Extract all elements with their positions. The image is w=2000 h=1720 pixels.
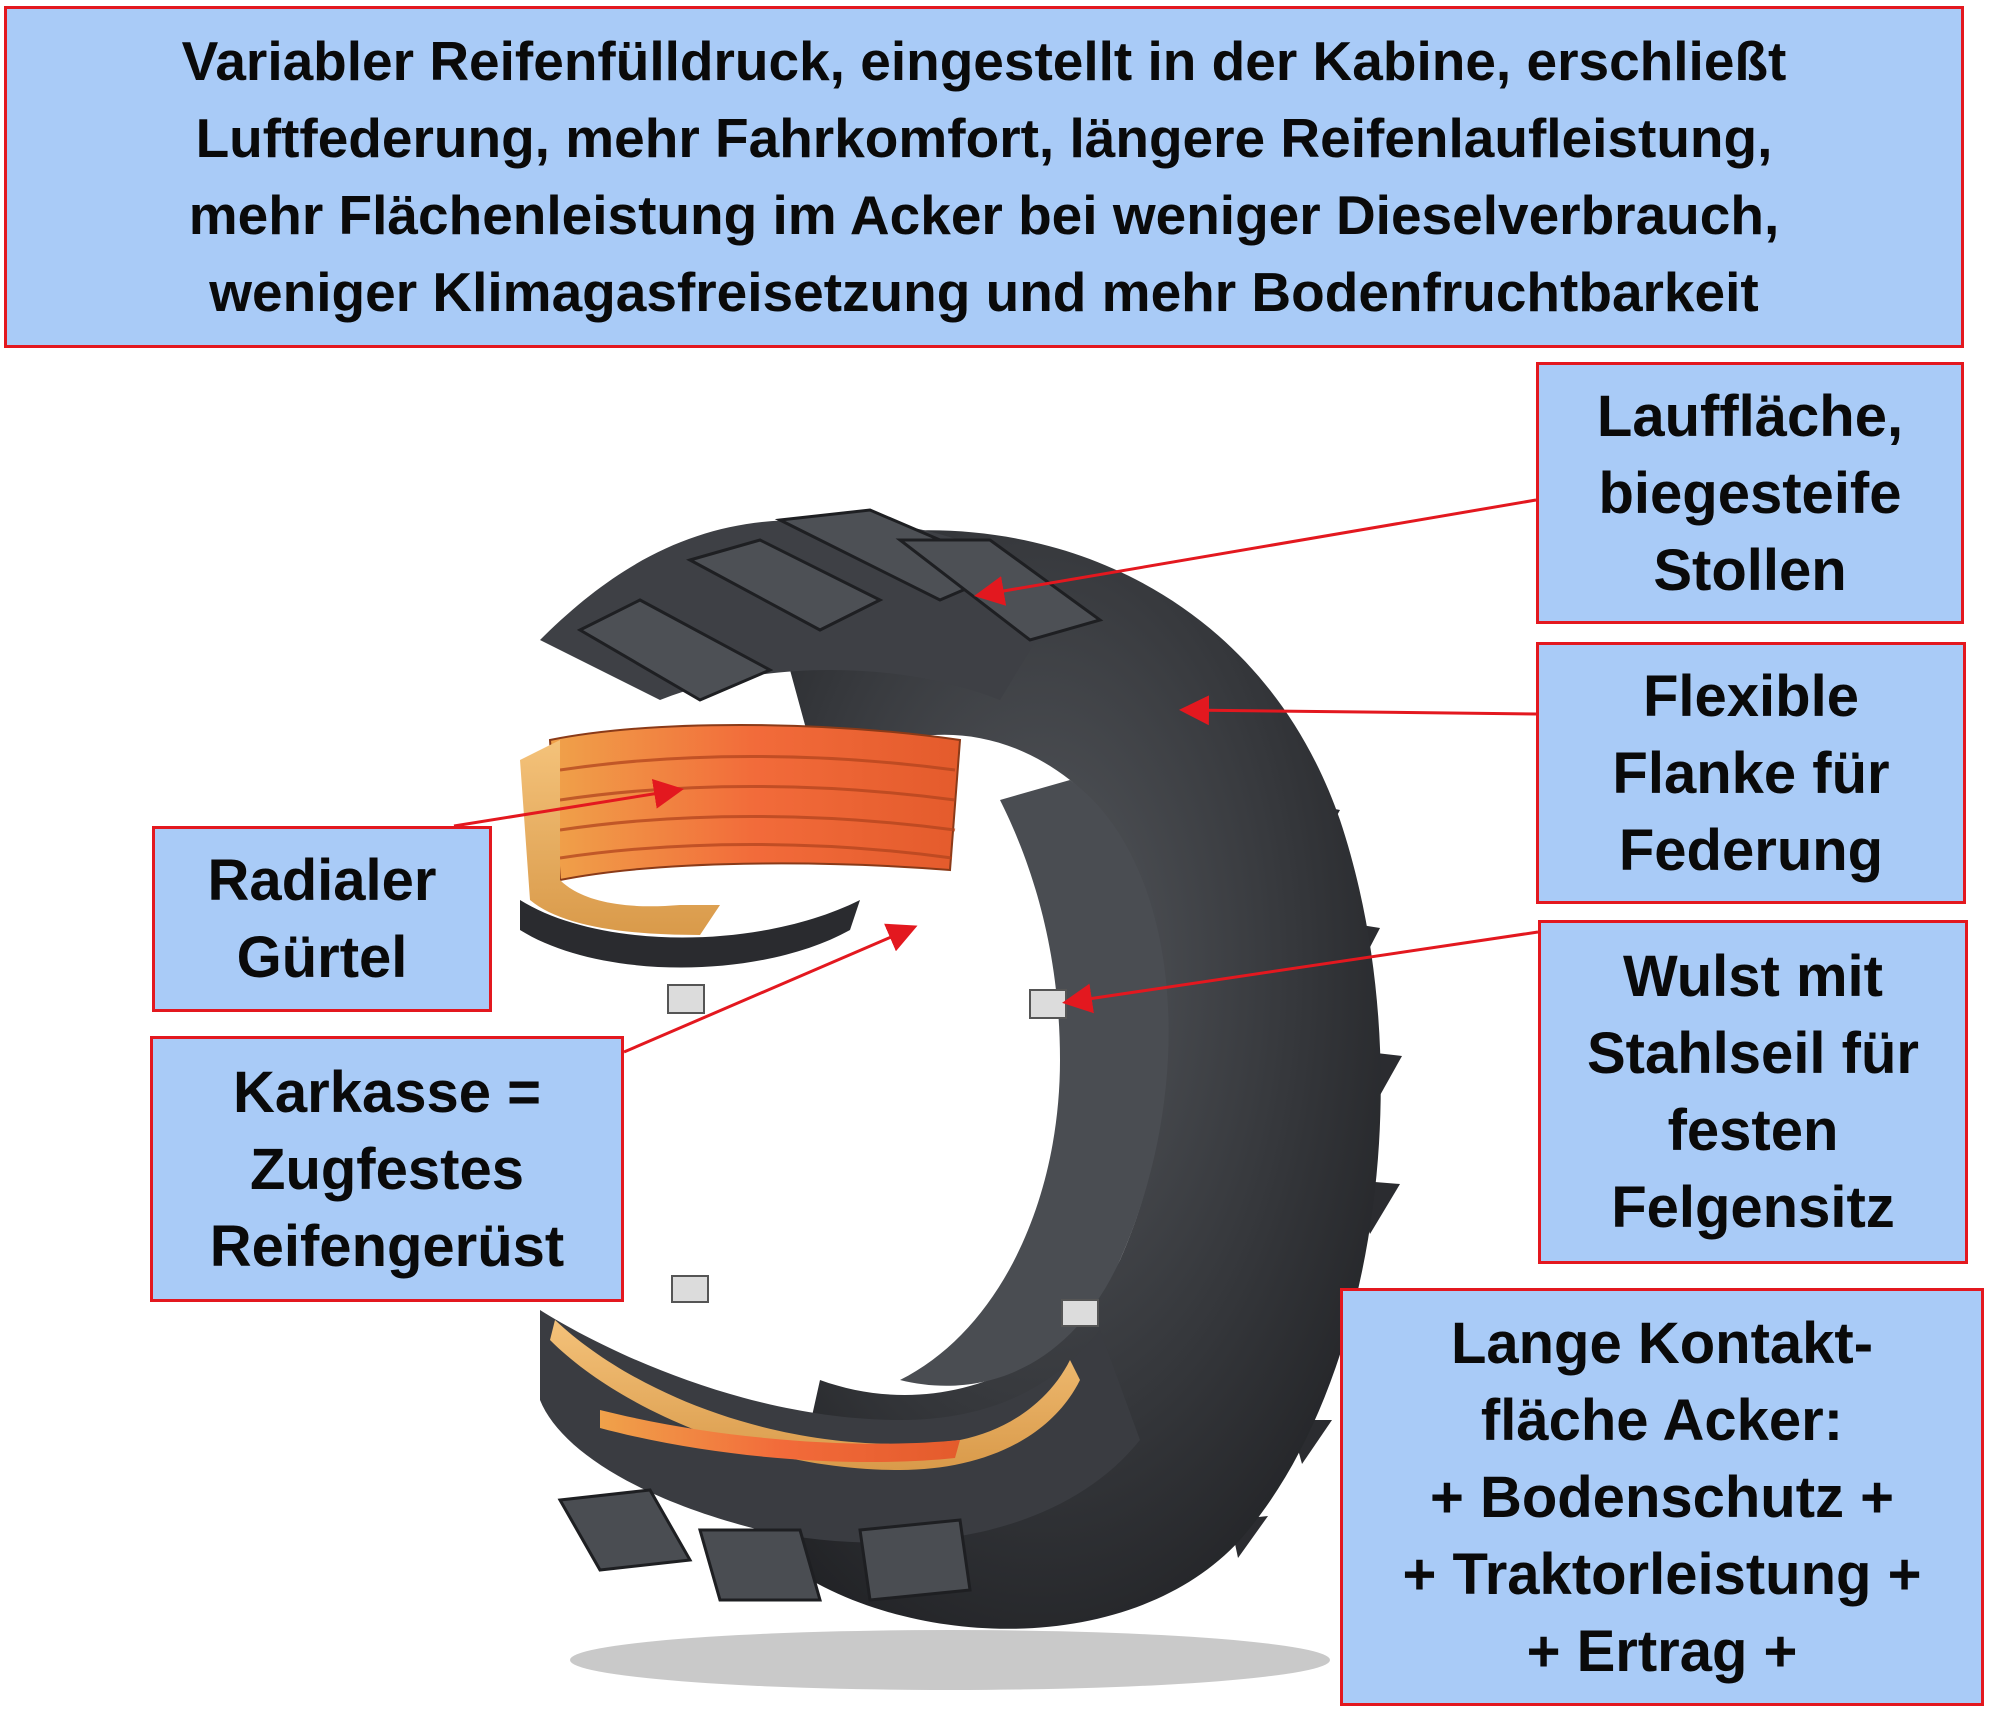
arrow-wulst bbox=[1062, 930, 1539, 1014]
arrow-guertel bbox=[453, 778, 684, 828]
label-line: biegesteife bbox=[1598, 460, 1902, 526]
label-line: Karkasse = bbox=[233, 1059, 541, 1125]
label-line: Flanke für bbox=[1612, 740, 1890, 806]
tire-body bbox=[520, 508, 1402, 1629]
arrow-flanke bbox=[1179, 695, 1537, 726]
arrow-lauf bbox=[974, 498, 1537, 606]
title-line: mehr Flächenleistung im Acker bei wenige… bbox=[188, 184, 1780, 246]
bead-lower-right bbox=[1061, 1299, 1099, 1327]
title-box: Variabler Reifenfülldruck, eingestellt i… bbox=[4, 6, 1964, 348]
label-box-tread: Lauffläche, biegesteife Stollen bbox=[1536, 362, 1964, 624]
bead-upper-left bbox=[667, 984, 705, 1014]
label-box-sidewall: Flexible Flanke für Federung bbox=[1536, 642, 1966, 904]
label-line: Lauffläche, bbox=[1596, 383, 1904, 449]
label-line: Reifengerüst bbox=[209, 1213, 565, 1279]
label-line: Wulst mit bbox=[1623, 944, 1883, 1009]
title-line: weniger Klimagasfreisetzung und mehr Bod… bbox=[209, 261, 1759, 323]
label-box-radial-belt: Radialer Gürtel bbox=[152, 826, 492, 1012]
label-box-bead: Wulst mit Stahlseil für festen Felgensit… bbox=[1538, 920, 1968, 1264]
title-line: Variabler Reifenfülldruck, eingestellt i… bbox=[181, 30, 1787, 92]
ground-shadow bbox=[570, 1630, 1330, 1690]
label-line: Lange Kontakt- bbox=[1450, 1310, 1874, 1376]
carcass-section-upper bbox=[520, 740, 720, 935]
label-line: Gürtel bbox=[236, 925, 408, 990]
label-line: + Ertrag + bbox=[1526, 1618, 1798, 1684]
radial-belt-lower bbox=[600, 1410, 960, 1463]
label-line: festen bbox=[1667, 1098, 1839, 1163]
label-box-contact-area: Lange Kontakt- fläche Acker: + Bodenschu… bbox=[1340, 1288, 1984, 1706]
label-line: Flexible bbox=[1643, 663, 1859, 729]
label-box-carcass: Karkasse = Zugfestes Reifengerüst bbox=[150, 1036, 624, 1302]
label-line: fläche Acker: bbox=[1480, 1387, 1844, 1453]
label-line: + Traktorleistung + bbox=[1402, 1541, 1922, 1607]
carcass-section-lower bbox=[550, 1320, 1080, 1470]
bead-lower-left bbox=[671, 1275, 709, 1303]
title-line: Luftfederung, mehr Fahrkomfort, längere … bbox=[195, 107, 1773, 169]
label-line: Zugfestes bbox=[250, 1136, 524, 1202]
label-line: Radialer bbox=[207, 848, 437, 913]
label-line: Federung bbox=[1618, 817, 1884, 883]
label-line: Stahlseil für bbox=[1587, 1021, 1919, 1086]
radial-belt-section bbox=[548, 724, 962, 882]
arrow-karkasse bbox=[623, 923, 918, 1054]
bead-upper-right bbox=[1029, 989, 1067, 1019]
label-line: Felgensitz bbox=[1611, 1175, 1895, 1240]
label-line: Stollen bbox=[1653, 537, 1847, 603]
label-line: + Bodenschutz + bbox=[1429, 1464, 1895, 1530]
